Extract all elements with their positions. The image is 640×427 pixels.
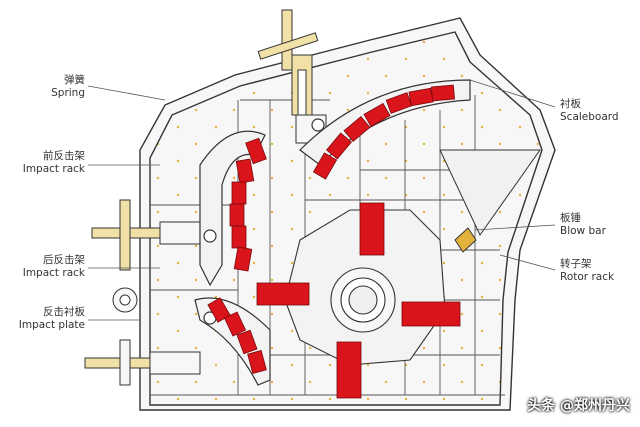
spring-rods	[84, 199, 201, 386]
label-rotor-rack-en: Rotor rack	[560, 271, 615, 283]
label-scaleboard: 衬板 Scaleboard	[560, 98, 619, 124]
label-spring: 弹簧 Spring	[30, 74, 85, 100]
label-rear-impact-rack-cn: 后反击架	[43, 254, 85, 266]
label-impact-plate-cn: 反击衬板	[43, 306, 85, 318]
label-front-impact-rack-cn: 前反击架	[43, 150, 85, 162]
label-spring-cn: 弹簧	[64, 74, 85, 86]
callout-lines	[87, 79, 556, 321]
label-impact-plate: 反击衬板 Impact plate	[6, 306, 85, 332]
label-scaleboard-en: Scaleboard	[560, 111, 619, 123]
label-rear-impact-rack-en: Impact rack	[22, 267, 85, 279]
label-spring-en: Spring	[51, 87, 85, 99]
label-impact-plate-en: Impact plate	[18, 319, 85, 331]
label-blow-bar: 板锤 Blow bar	[560, 212, 606, 238]
label-blow-bar-cn: 板锤	[560, 212, 581, 224]
red-liners	[207, 84, 456, 374]
label-rotor-rack: 转子架 Rotor rack	[560, 258, 614, 284]
label-rear-impact-rack: 后反击架 Impact rack	[10, 254, 85, 280]
label-blow-bar-en: Blow bar	[560, 225, 606, 237]
label-front-impact-rack-en: Impact rack	[22, 163, 85, 175]
scaleboard-panel	[439, 149, 541, 253]
rotor-blow-bars	[256, 202, 461, 399]
label-rotor-rack-cn: 转子架	[560, 258, 592, 270]
label-scaleboard-cn: 衬板	[560, 98, 581, 110]
watermark: 头条 @郑州丹兴	[527, 398, 630, 414]
label-front-impact-rack: 前反击架 Impact rack	[10, 150, 85, 176]
